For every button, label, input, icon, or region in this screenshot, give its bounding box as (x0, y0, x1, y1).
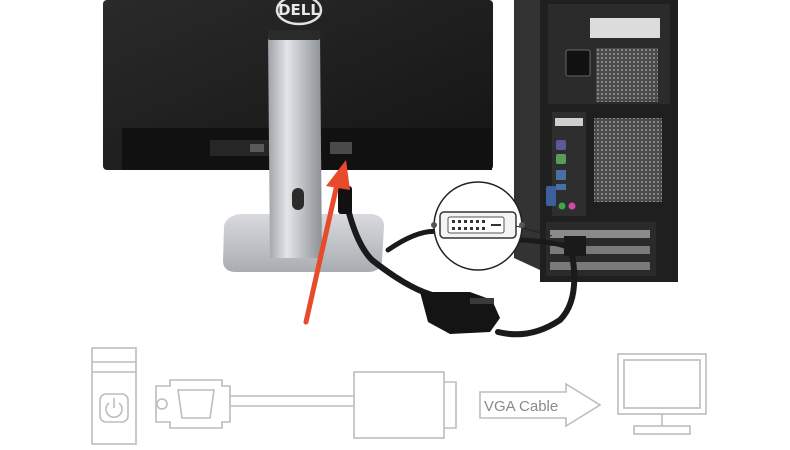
monitor-port (250, 144, 264, 152)
cable-management-hole (292, 188, 304, 210)
vga-port (546, 186, 556, 206)
power-socket (565, 49, 591, 77)
cable-line (230, 395, 354, 407)
connection-diagram (91, 347, 707, 445)
arrow-right-icon (479, 382, 602, 428)
vga-plug (338, 186, 352, 214)
dvi-port-callout (431, 181, 553, 271)
psu-fan-grill (596, 48, 658, 102)
case-fan-grill (594, 118, 662, 202)
cable-label: VGA Cable (484, 398, 558, 415)
psu-label (590, 18, 660, 38)
stand-column (268, 34, 322, 258)
indicator-arrow (303, 160, 350, 325)
vga-plug-icon (155, 379, 231, 429)
computer-tower-icon (91, 347, 137, 445)
io-panel (552, 112, 586, 216)
monitor-stand (223, 30, 384, 272)
computer-tower (514, 0, 678, 282)
monitor-dvi-port (330, 142, 352, 154)
dvi-connector (564, 236, 586, 256)
power-icon (105, 398, 123, 418)
monitor-icon (617, 353, 707, 435)
adapter-icon (353, 371, 457, 439)
dell-logo-text: DELL (278, 1, 320, 19)
dell-logo-ring (275, 0, 323, 26)
